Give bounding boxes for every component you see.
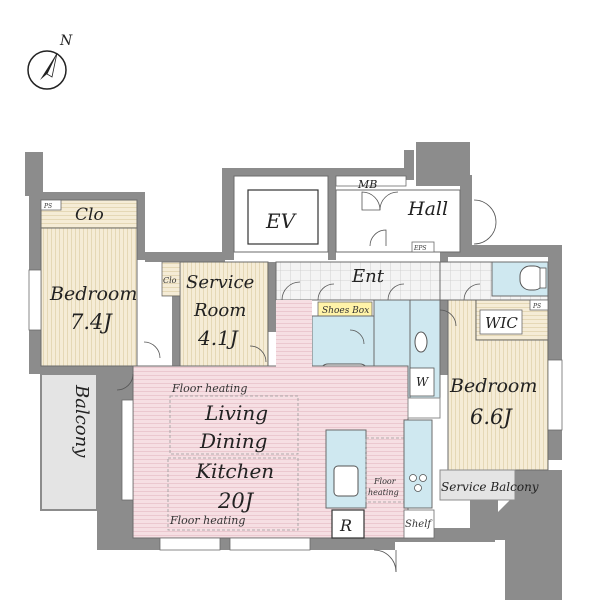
- floor-heating-top: Floor heating: [171, 382, 247, 395]
- refrigerator-label: R: [339, 516, 352, 535]
- bedroom-left-size: 7.4J: [70, 310, 113, 334]
- service-room-floor: [179, 261, 269, 367]
- ldk-size: 20J: [217, 489, 255, 513]
- ps-right-box: [529, 299, 549, 311]
- floor-heating-kitchen-line2: heating: [368, 488, 399, 497]
- ps-left-label: PS: [43, 203, 52, 210]
- balcony-label: Balcony: [71, 384, 92, 458]
- closet-left-label: Clo: [75, 205, 104, 225]
- hall-area: [335, 189, 461, 253]
- entrance-floor: [275, 261, 441, 301]
- service-room-line2: Room: [193, 300, 246, 321]
- floor-heating-zone-top: [169, 395, 299, 455]
- ldk-line3: Kitchen: [195, 459, 274, 483]
- ldk-window-2: [229, 537, 311, 551]
- kitchen-counter: [403, 419, 433, 509]
- refrigerator-box: [331, 509, 365, 539]
- ps-left-box: [40, 199, 62, 211]
- floor-heating-bottom: Floor heating: [169, 514, 245, 527]
- floor-heating-zone-bottom: [167, 457, 299, 531]
- entrance-label: Ent: [351, 266, 385, 287]
- shoes-box-label: Shoes Box: [322, 306, 369, 316]
- ldk-hallway-floor: [276, 300, 312, 398]
- shelf-box: [403, 509, 435, 539]
- closet-small-label: Clo: [163, 276, 177, 285]
- kitchen-sink-icon: [333, 465, 359, 497]
- floor-heating-kitchen-line1: Floor: [373, 477, 397, 486]
- stove-burner-icon: [414, 484, 422, 492]
- ev-label: EV: [265, 209, 298, 233]
- ldk-line2: Dining: [199, 429, 267, 453]
- bedroom-left-name: Bedroom: [49, 283, 137, 305]
- north-arrow-icon: [40, 53, 57, 80]
- ldk-window-1: [159, 537, 221, 551]
- bedroom-right-window: [547, 359, 563, 431]
- ldk-line1: Living: [204, 401, 268, 425]
- service-balcony-label: Service Balcony: [441, 480, 539, 494]
- wic-label: WIC: [485, 314, 518, 332]
- closet-small-floor: [161, 261, 181, 297]
- stove-burner-icon: [419, 474, 427, 482]
- bedroom-left-window: [28, 269, 42, 331]
- eps-label: EPS: [413, 245, 427, 252]
- shelf-label: Shelf: [405, 519, 433, 530]
- service-room-size: 4.1J: [197, 326, 239, 350]
- mb-label: MB: [357, 178, 377, 191]
- service-balcony-area: [439, 469, 516, 501]
- ldk-window-left: [121, 399, 134, 501]
- washer-box: [409, 367, 435, 397]
- ps-right-label: PS: [532, 303, 541, 310]
- sink-icon: [414, 331, 428, 353]
- bedroom-right-name: Bedroom: [449, 375, 537, 397]
- balcony-area: [40, 373, 98, 511]
- service-room-line1: Service: [186, 272, 254, 293]
- north-label: N: [59, 33, 73, 49]
- stove-burner-icon: [409, 474, 417, 482]
- compass: N: [27, 33, 73, 90]
- bedroom-right-size: 6.6J: [470, 405, 513, 429]
- ev-car: [247, 189, 319, 245]
- washer-label: W: [416, 375, 430, 389]
- hall-label: Hall: [407, 198, 448, 220]
